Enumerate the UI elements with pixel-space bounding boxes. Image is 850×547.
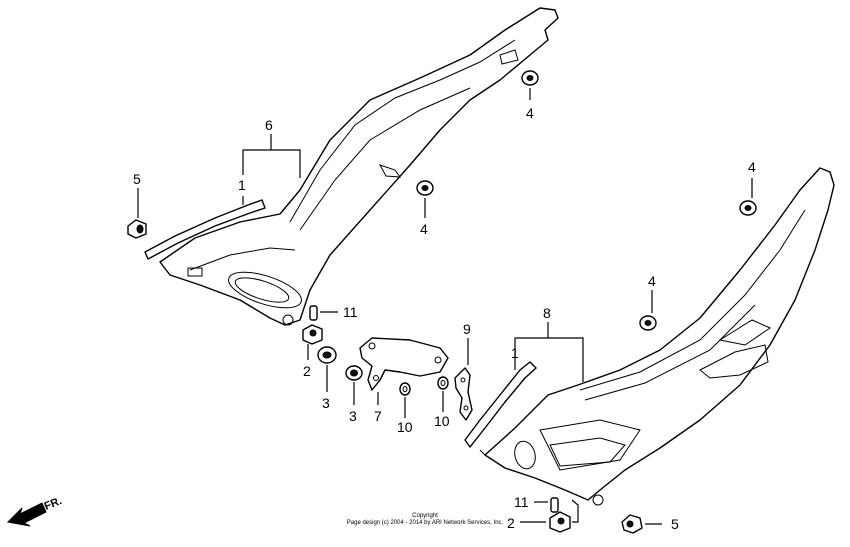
grommet-3-b [345, 365, 363, 381]
callout-4-right-mid: 4 [648, 273, 656, 289]
bracket-9 [454, 367, 473, 421]
clip-2-left [302, 324, 323, 345]
grommet-4-right-mid [639, 315, 657, 331]
arrow-left-icon [6, 502, 47, 527]
copyright-line-1: Copyright [412, 513, 438, 519]
clip-2-bottom [549, 511, 571, 533]
callout-4-top: 4 [526, 105, 534, 121]
callout-7: 7 [374, 408, 382, 424]
pin-11-bottom [550, 497, 559, 513]
screw-5-bottom [621, 514, 643, 534]
copyright-line-2: Page design (c) 2004 - 2014 by ARI Netwo… [347, 520, 504, 526]
right-side-cover [479, 167, 835, 506]
screw-5-left [127, 219, 147, 239]
callout-2-left: 2 [303, 363, 311, 379]
callout-8-bracket [514, 337, 584, 382]
callout-6-bracket [242, 149, 301, 178]
callout-4-right-top: 4 [748, 159, 756, 175]
front-direction-indicator: FR. [6, 495, 64, 527]
callout-9: 9 [463, 321, 471, 337]
callout-5-bottom: 5 [671, 516, 679, 532]
bracket-plate-7 [359, 337, 449, 391]
right-seal-strip [464, 361, 537, 448]
callout-11-left: 11 [343, 304, 358, 320]
grommet-3-a [317, 346, 337, 364]
callout-8: 8 [543, 305, 551, 321]
callout-1-right: 1 [511, 345, 519, 361]
callout-3-a: 3 [322, 395, 330, 411]
left-seal-strip [144, 199, 266, 260]
callout-5-left: 5 [133, 171, 141, 187]
callout-4-mid: 4 [420, 221, 428, 237]
left-side-cover [159, 7, 559, 326]
washer-10-a [399, 382, 411, 396]
callout-10-b: 10 [434, 413, 450, 429]
washer-10-b [437, 376, 449, 390]
callout-11-bottom: 11 [514, 494, 529, 510]
grommet-4-right-top [739, 200, 757, 216]
pin-11-left [309, 305, 318, 321]
callout-6: 6 [265, 117, 273, 133]
callout-1-left: 1 [238, 177, 246, 193]
callout-10-a: 10 [397, 419, 413, 435]
direction-label: FR. [43, 495, 64, 513]
grommet-4-top [521, 70, 539, 86]
callout-3-b: 3 [349, 408, 357, 424]
grommet-4-mid [416, 180, 434, 196]
callout-2-bottom: 2 [507, 515, 515, 531]
